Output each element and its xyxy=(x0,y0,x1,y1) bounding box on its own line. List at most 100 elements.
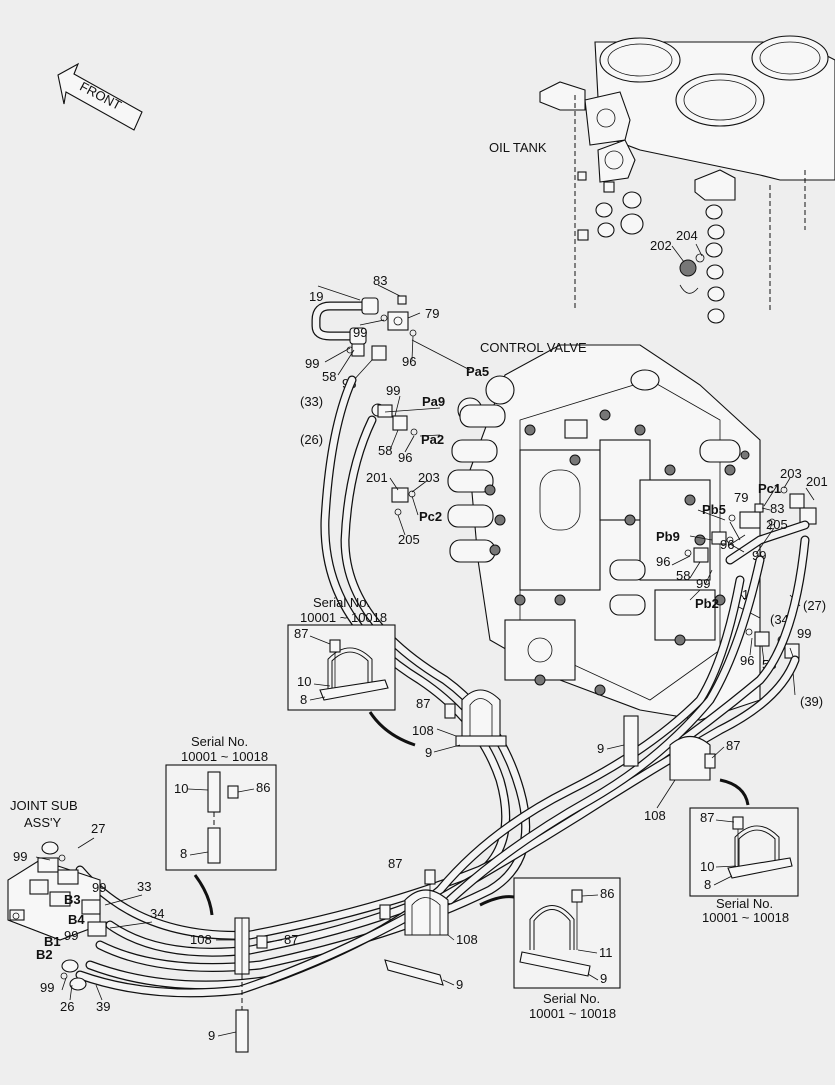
port-label: B4 xyxy=(68,912,85,927)
port-label: Pa2 xyxy=(421,432,444,447)
part-number: 58 xyxy=(322,369,336,384)
clamp-right: 9 87 108 xyxy=(597,715,740,823)
part-number: 83 xyxy=(770,501,784,516)
oil-tank: OIL TANK 202 204 xyxy=(489,35,835,324)
hose-bundle xyxy=(75,375,810,998)
part-number: 203 xyxy=(780,466,802,481)
part-number: (33) xyxy=(300,394,323,409)
part-number: 108 xyxy=(644,808,666,823)
joint-sub-label-1: JOINT SUB xyxy=(10,798,78,813)
detail-box-1: Serial No. 10001 ~ 10018 87 10 8 xyxy=(287,595,416,747)
part-number: 201 xyxy=(806,474,828,489)
part-number: 99 xyxy=(797,626,811,641)
serial-range: 10001 ~ 10018 xyxy=(529,1006,616,1021)
upper-left-fittings: 19 83 79 99 99 58 96 96 (33) 99 (26) 58 … xyxy=(300,273,489,547)
part-number: 34 xyxy=(150,906,164,921)
part-number: 58 xyxy=(676,568,690,583)
part-number: 58 xyxy=(378,443,392,458)
joint-sub-label-2: ASS'Y xyxy=(24,815,61,830)
part-number: 86 xyxy=(600,886,614,901)
part-number: 96 xyxy=(402,354,416,369)
clamp-center: 87 108 9 xyxy=(379,856,478,992)
port-label: Pb9 xyxy=(656,529,680,544)
serial-range: 10001 ~ 10018 xyxy=(300,610,387,625)
port-label: B1 xyxy=(44,934,61,949)
serial-caption: Serial No. xyxy=(716,896,773,911)
part-number: 27 xyxy=(91,821,105,836)
serial-range: 10001 ~ 10018 xyxy=(181,749,268,764)
port-label: B3 xyxy=(64,892,81,907)
part-number: 96 xyxy=(656,554,670,569)
part-number: 99 xyxy=(64,928,78,943)
part-number: 9 xyxy=(600,971,607,986)
part-number: 87 xyxy=(388,856,402,871)
part-number: 10 xyxy=(700,859,714,874)
part-number: 96 xyxy=(720,537,734,552)
control-valve: CONTROL VALVE xyxy=(447,340,761,721)
detail-box-2: Serial No. 10001 ~ 10018 10 86 8 xyxy=(165,734,277,916)
port-label: Pc2 xyxy=(419,509,442,524)
part-number: 8 xyxy=(180,846,187,861)
part-number: 87 xyxy=(284,932,298,947)
port-label: B2 xyxy=(36,947,53,962)
part-number: 99 xyxy=(13,849,27,864)
part-number: 99 xyxy=(353,325,367,340)
part-number: 79 xyxy=(425,306,439,321)
part-number: 10 xyxy=(297,674,311,689)
part-number: 96 xyxy=(740,653,754,668)
part-number: 83 xyxy=(373,273,387,288)
part-number: 99 xyxy=(92,880,106,895)
part-number: 8 xyxy=(704,877,711,892)
serial-caption: Serial No. xyxy=(191,734,248,749)
part-number: 11 xyxy=(599,945,613,960)
part-number: 9 xyxy=(456,977,463,992)
part-number: 8 xyxy=(300,692,307,707)
part-number: 205 xyxy=(398,532,420,547)
right-fittings: 203 201 Pc1 79 83 Pb5 205 Pb9 96 99 96 5… xyxy=(656,466,828,709)
port-label: Pa5 xyxy=(466,364,489,379)
clamp-left-upper: 87 108 9 xyxy=(412,689,507,760)
part-number: 204 xyxy=(676,228,698,243)
part-number: 96 xyxy=(398,450,412,465)
part-number: 39 xyxy=(96,999,110,1014)
port-label: Pa9 xyxy=(422,394,445,409)
part-number: 99 xyxy=(696,576,710,591)
part-number: 33 xyxy=(137,879,151,894)
control-valve-label: CONTROL VALVE xyxy=(480,340,587,355)
part-number: 108 xyxy=(190,932,212,947)
part-number: 87 xyxy=(294,626,308,641)
part-number: 108 xyxy=(412,723,434,738)
part-number: 87 xyxy=(726,738,740,753)
port-label: Pc1 xyxy=(758,481,781,496)
part-number: 99 xyxy=(386,383,400,398)
part-number: (27) xyxy=(803,598,826,613)
front-arrow-icon: FRONT xyxy=(57,62,143,131)
detail-box-4: 86 11 9 Serial No. 10001 ~ 10018 xyxy=(479,877,621,1021)
part-number: 26 xyxy=(60,999,74,1014)
part-number: 86 xyxy=(256,780,270,795)
serial-caption: Serial No. xyxy=(543,991,600,1006)
part-number: 9 xyxy=(597,741,604,756)
part-number: (26) xyxy=(300,432,323,447)
joint-sub-assembly: JOINT SUB ASS'Y 27 99 99 B3 33 B4 34 99 … xyxy=(7,798,164,1014)
part-number: 99 xyxy=(40,980,54,995)
part-number: (39) xyxy=(800,694,823,709)
part-number: 87 xyxy=(700,810,714,825)
part-number: 201 xyxy=(366,470,388,485)
clamp-left-lower: 108 87 9 xyxy=(190,917,298,1053)
part-number: 19 xyxy=(309,289,323,304)
part-number: 205 xyxy=(766,517,788,532)
serial-caption: Serial No. xyxy=(313,595,370,610)
detail-box-3: 87 10 8 Serial No. 10001 ~ 10018 xyxy=(689,778,799,925)
part-number: 79 xyxy=(734,490,748,505)
part-number: 108 xyxy=(456,932,478,947)
part-number: 99 xyxy=(305,356,319,371)
part-number: 202 xyxy=(650,238,672,253)
part-number: 9 xyxy=(208,1028,215,1043)
part-number: 9 xyxy=(425,745,432,760)
serial-range: 10001 ~ 10018 xyxy=(702,910,789,925)
port-label: Pb5 xyxy=(702,502,726,517)
port-label: Pb2 xyxy=(695,596,719,611)
part-number: 203 xyxy=(418,470,440,485)
